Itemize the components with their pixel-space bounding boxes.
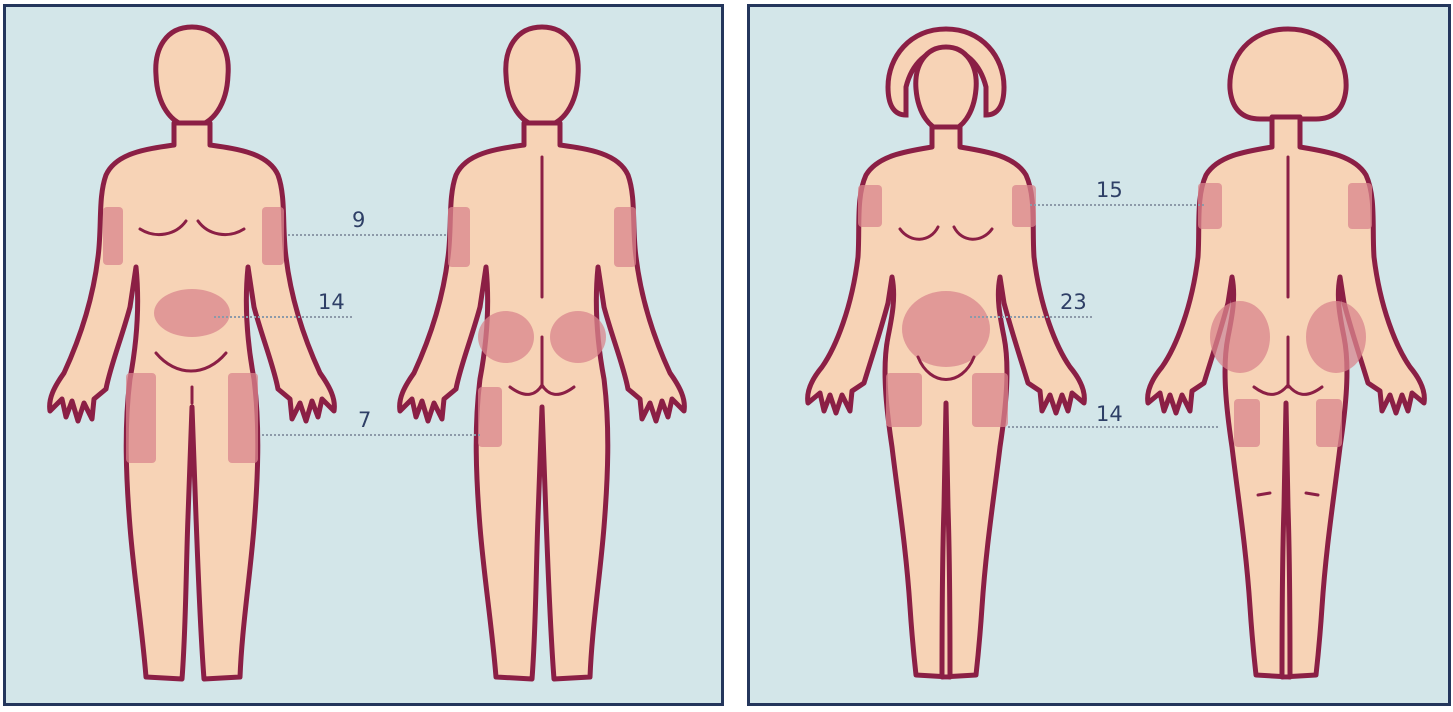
female-thigh-label: 14 [1096, 402, 1123, 426]
male-front-figure [50, 27, 335, 679]
male-figures: 9 14 7 [6, 7, 724, 706]
female-front-figure [808, 29, 1085, 677]
female-body-panel: 15 23 14 [747, 4, 1451, 706]
male-body-panel: 9 14 7 [3, 4, 724, 706]
male-thigh-label: 7 [358, 408, 371, 432]
female-back-figure [1148, 29, 1425, 677]
female-figures: 15 23 14 [750, 7, 1451, 706]
male-back-figure [400, 27, 685, 679]
female-abdomen-label: 23 [1060, 290, 1087, 314]
male-abdomen-label: 14 [318, 290, 345, 314]
male-upper-arm-label: 9 [352, 208, 365, 232]
female-upper-arm-label: 15 [1096, 178, 1123, 202]
